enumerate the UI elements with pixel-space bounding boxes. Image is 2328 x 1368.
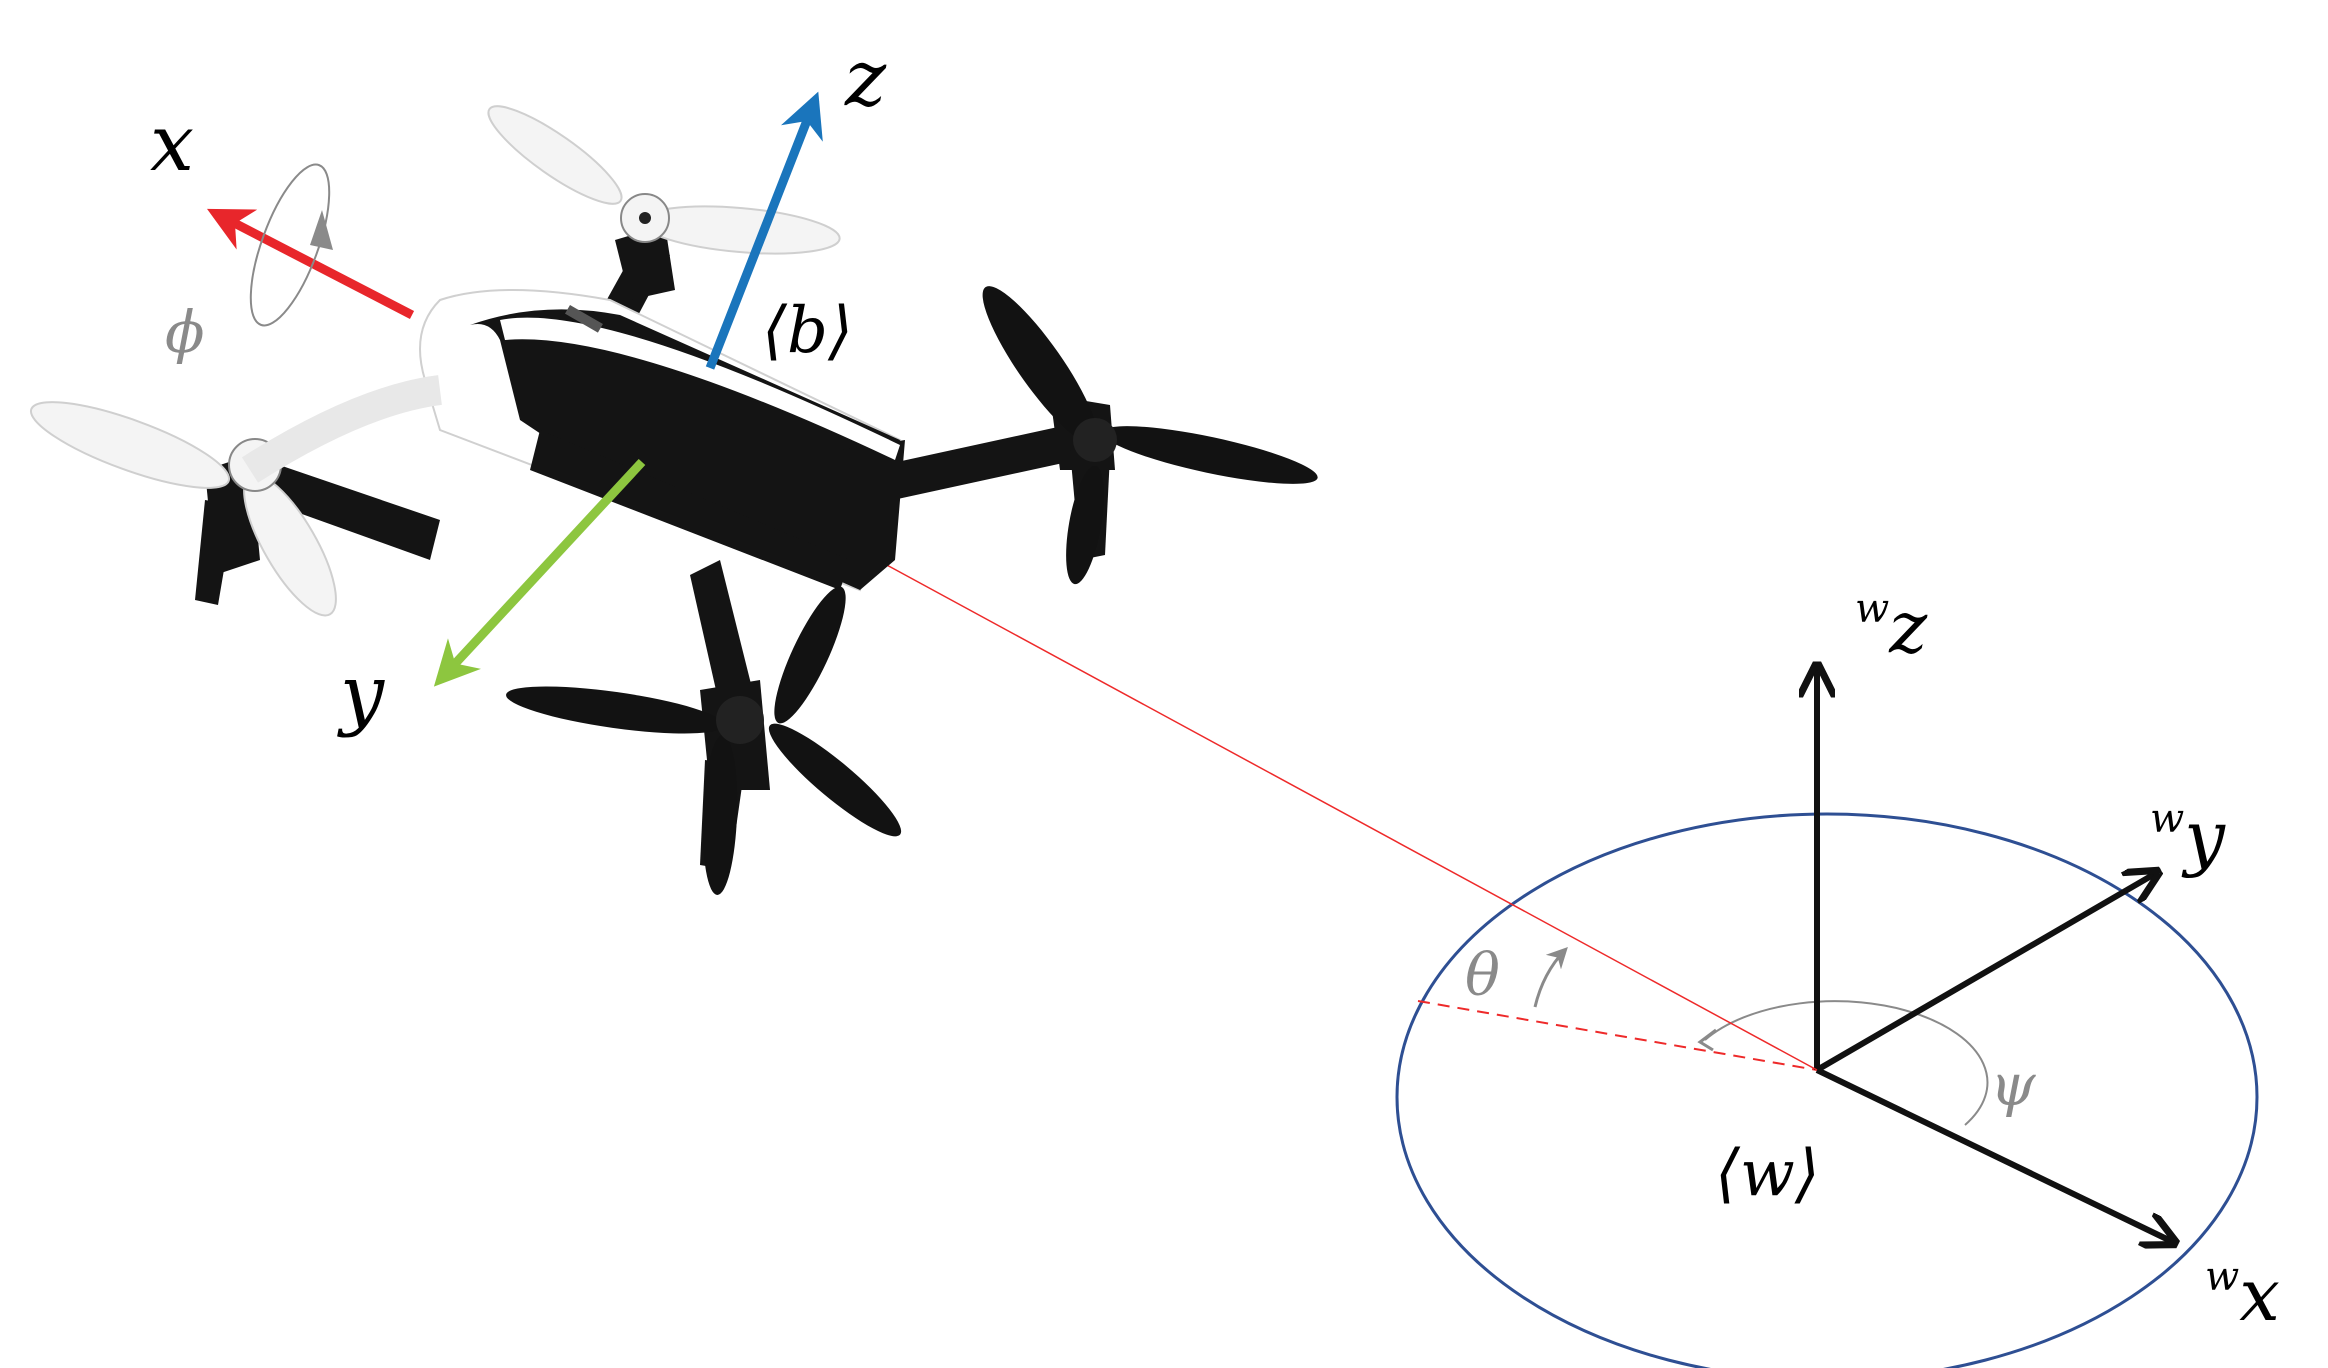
world-z-axis-label: wz — [1855, 585, 1928, 669]
body-z-axis-arrow — [705, 91, 823, 370]
body-frame-name-label: ⟨b⟩ — [762, 294, 853, 368]
roll-angle-label: ϕ — [165, 298, 205, 366]
world-x-axis-arrow — [1815, 1067, 2175, 1243]
drone-to-world-link-line — [849, 544, 1818, 1071]
roll-rotation-arrowhead-icon — [310, 210, 333, 250]
body-y-axis-arrow — [433, 458, 646, 687]
world-y-letter: y — [2181, 795, 2226, 879]
propeller-rear-left — [29, 375, 443, 617]
motor-pod-front-left — [615, 225, 675, 300]
world-z-superscript: w — [1855, 586, 1889, 632]
drone-body-lower — [530, 430, 850, 590]
world-y-axis-arrow — [1815, 872, 2158, 1073]
world-ground-ellipse — [1395, 812, 2259, 1368]
world-x-letter: x — [2239, 1253, 2280, 1337]
drone-arm-rear-left — [235, 455, 440, 560]
drone-body-front-face — [840, 440, 905, 590]
drone-illustration — [29, 105, 1318, 895]
world-frame-name-label: ⟨w⟩ — [1715, 1137, 1820, 1211]
body-z-axis-label: z — [844, 34, 887, 124]
drone-logo-decal — [565, 305, 603, 333]
propeller-bottom — [506, 586, 902, 895]
drone-arm-front-right — [860, 420, 1100, 505]
yaw-arc-arrowhead-icon — [1697, 1028, 1717, 1052]
world-y-axis-label: wy — [2150, 795, 2226, 879]
yaw-angle-label: ψ — [1990, 1051, 2036, 1119]
world-z-letter: z — [1888, 585, 1928, 669]
world-x-superscript: w — [2205, 1254, 2239, 1300]
roll-rotation-ellipse — [249, 163, 331, 327]
propeller-front-right — [982, 286, 1318, 585]
drone-body-white-stripe — [500, 317, 900, 460]
pitch-angle-arc-arrow — [1533, 946, 1568, 1008]
propeller-front-left — [487, 105, 841, 255]
body-x-axis-label: x — [150, 99, 194, 189]
world-y-superscript: w — [2150, 796, 2184, 842]
yaw-angle-arc — [1704, 1000, 1989, 1126]
body-frame — [207, 91, 823, 687]
pitch-angle-label: θ — [1465, 941, 1500, 1009]
body-y-axis-label: y — [337, 649, 385, 739]
world-frame — [1395, 665, 2259, 1368]
pitch-projection-dashed-line — [1417, 1000, 1818, 1071]
drone-body-black-side — [470, 309, 900, 590]
world-x-axis-label: wx — [2205, 1253, 2280, 1337]
drone-leg-left — [195, 500, 235, 605]
